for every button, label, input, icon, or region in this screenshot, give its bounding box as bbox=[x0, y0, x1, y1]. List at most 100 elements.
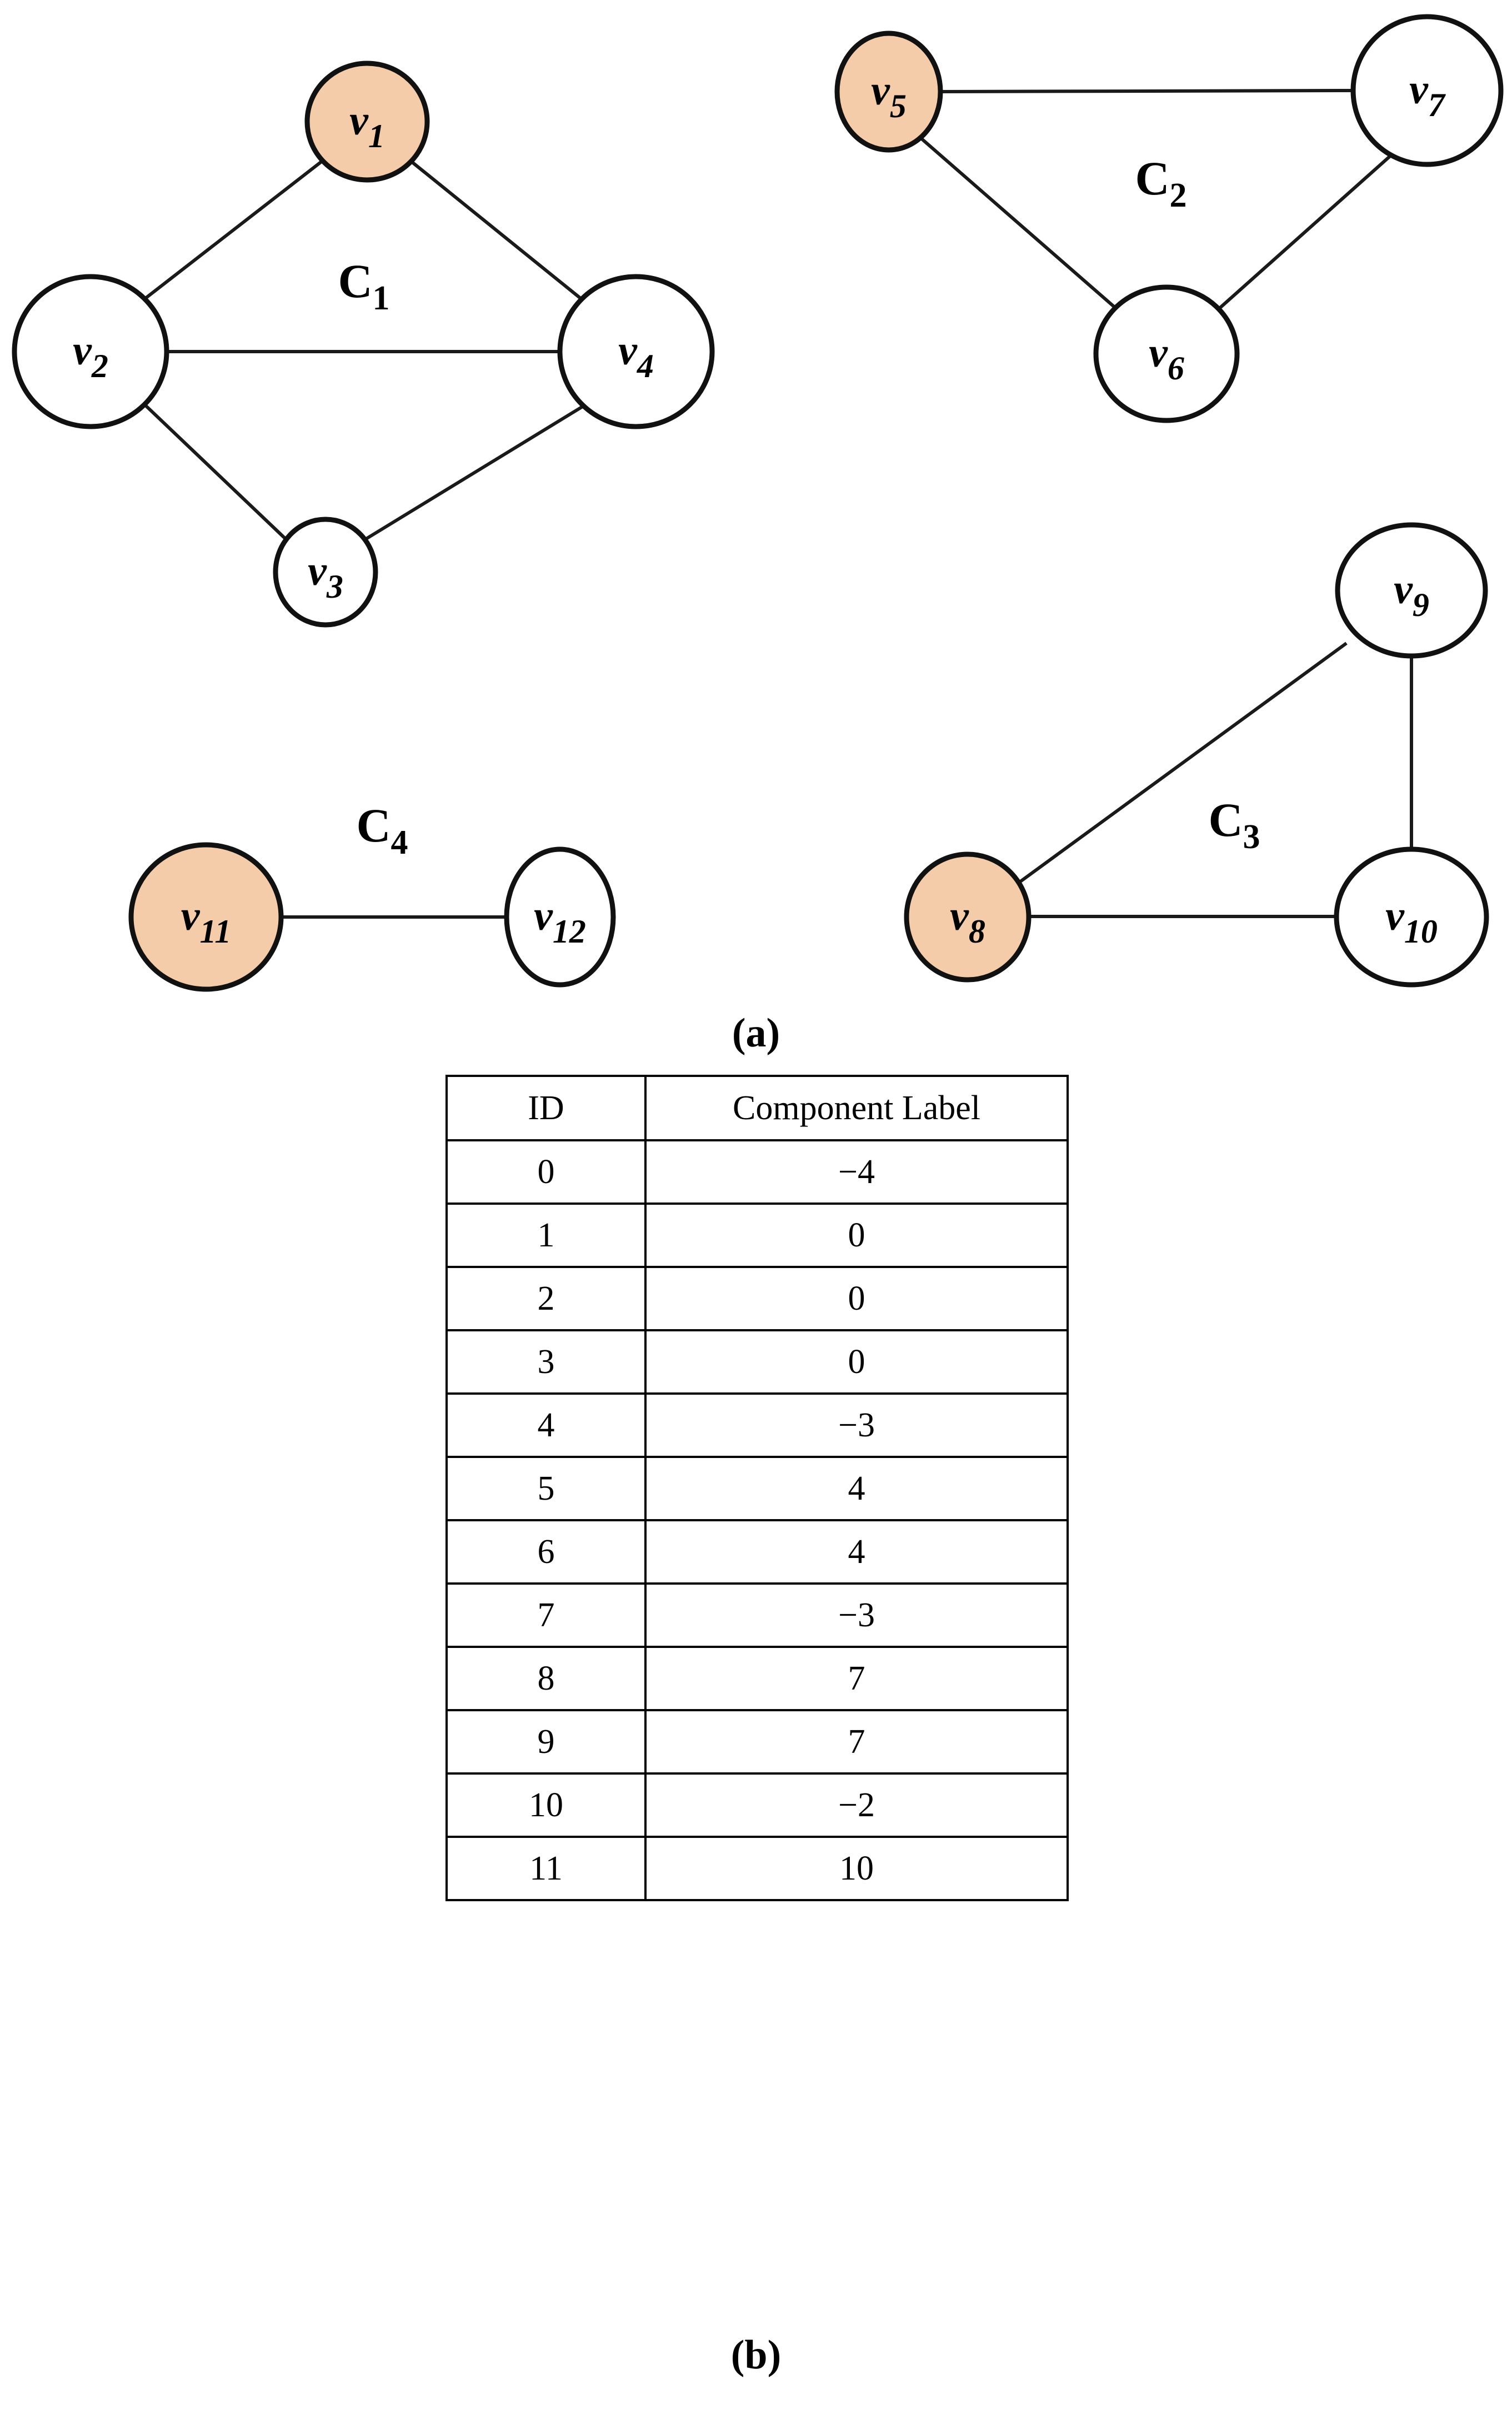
svg-text:v9: v9 bbox=[1394, 566, 1429, 623]
component-label-c3: C3 bbox=[1208, 793, 1260, 856]
cell-component-label: −3 bbox=[644, 1392, 1069, 1458]
cell-component-label: 0 bbox=[644, 1203, 1069, 1268]
node-v10[interactable]: v10 bbox=[1334, 846, 1489, 988]
node-v7[interactable]: v7 bbox=[1350, 14, 1504, 167]
cell-component-label: 4 bbox=[644, 1519, 1069, 1585]
node-v3-sub: 3 bbox=[326, 568, 343, 605]
table-row: 3 0 bbox=[445, 1329, 1069, 1395]
node-v8-label: v bbox=[950, 893, 969, 939]
cell-component-label: 10 bbox=[644, 1836, 1069, 1901]
node-v12[interactable]: v12 bbox=[504, 846, 616, 988]
component-graph-svg: v1 v2 v3 v4 C1 bbox=[12, 14, 1504, 992]
svg-text:v3: v3 bbox=[308, 548, 343, 604]
table-row: 10 −2 bbox=[445, 1772, 1069, 1838]
cell-component-label: 4 bbox=[644, 1456, 1069, 1521]
node-v1-sub: 1 bbox=[368, 118, 385, 154]
cell-component-label: −4 bbox=[644, 1139, 1069, 1205]
node-v10-sub: 10 bbox=[1404, 913, 1438, 950]
table-header-component-label: Component Label bbox=[644, 1075, 1069, 1141]
cell-id: 8 bbox=[445, 1646, 647, 1711]
node-v6-label: v bbox=[1149, 329, 1168, 376]
node-v8-sub: 8 bbox=[969, 913, 985, 950]
cell-id: 1 bbox=[445, 1203, 647, 1268]
node-v11[interactable]: v11 bbox=[128, 842, 284, 992]
svg-text:v5: v5 bbox=[871, 67, 907, 124]
cell-id: 6 bbox=[445, 1519, 647, 1585]
node-v10-label: v bbox=[1385, 893, 1405, 939]
table-row: 7 −3 bbox=[445, 1582, 1069, 1648]
c2-edges bbox=[919, 89, 1393, 312]
node-v9-label: v bbox=[1394, 566, 1413, 613]
node-v2-label: v bbox=[73, 327, 92, 374]
svg-text:v7: v7 bbox=[1409, 66, 1446, 123]
cell-id: 4 bbox=[445, 1392, 647, 1458]
cell-component-label: 7 bbox=[644, 1646, 1069, 1711]
node-v12-sub: 12 bbox=[553, 913, 586, 950]
node-v3[interactable]: v3 bbox=[273, 517, 378, 628]
c1-edges bbox=[142, 159, 585, 542]
table-row: 6 4 bbox=[445, 1519, 1069, 1585]
node-v4-sub: 4 bbox=[637, 348, 654, 384]
node-v9-sub: 9 bbox=[1413, 587, 1429, 623]
table-row: 8 7 bbox=[445, 1646, 1069, 1711]
node-v5[interactable]: v5 bbox=[834, 31, 943, 153]
cell-component-label: 7 bbox=[644, 1709, 1069, 1775]
node-v1-label: v bbox=[349, 97, 369, 144]
node-v12-label: v bbox=[534, 893, 553, 939]
node-v9[interactable]: v9 bbox=[1335, 522, 1488, 659]
c3-edges bbox=[1011, 642, 1413, 918]
table-row: 2 0 bbox=[445, 1266, 1069, 1331]
component-label-c2: C2 bbox=[1135, 152, 1186, 215]
component-label-c1: C1 bbox=[338, 254, 389, 318]
subfigure-caption-a: (a) bbox=[732, 1010, 780, 1056]
table-row: 0 −4 bbox=[445, 1139, 1069, 1205]
node-v7-label: v bbox=[1409, 66, 1429, 113]
table-row: 9 7 bbox=[445, 1709, 1069, 1775]
component-label-c4: C4 bbox=[356, 799, 408, 862]
cell-component-label: 0 bbox=[644, 1329, 1069, 1395]
cell-id: 3 bbox=[445, 1329, 647, 1395]
edge-v1-v4 bbox=[411, 161, 584, 302]
cell-id: 10 bbox=[445, 1772, 647, 1838]
cell-component-label: −3 bbox=[644, 1582, 1069, 1648]
label-table-wrapper: ID Component Label 0 −4 1 0 2 0 bbox=[445, 1075, 1069, 1901]
table-row: 5 4 bbox=[445, 1456, 1069, 1521]
table-header-id: ID bbox=[445, 1075, 647, 1141]
node-v5-sub: 5 bbox=[890, 88, 907, 124]
component-label-table: ID Component Label 0 −4 1 0 2 0 bbox=[445, 1075, 1069, 1901]
cell-id: 11 bbox=[445, 1836, 647, 1901]
cell-id: 7 bbox=[445, 1582, 647, 1648]
node-v2-sub: 2 bbox=[91, 348, 108, 384]
node-v8[interactable]: v8 bbox=[904, 851, 1032, 983]
cell-id: 5 bbox=[445, 1456, 647, 1521]
edge-v5-v6 bbox=[919, 136, 1118, 310]
svg-text:v1: v1 bbox=[349, 97, 385, 154]
table-row: 11 10 bbox=[445, 1836, 1069, 1901]
table-row: 4 −3 bbox=[445, 1392, 1069, 1458]
node-v4-label: v bbox=[618, 327, 638, 374]
subfigure-caption-b: (b) bbox=[730, 2332, 782, 2378]
svg-text:v4: v4 bbox=[618, 327, 654, 384]
edge-v8-v9 bbox=[1011, 642, 1348, 889]
node-v3-label: v bbox=[308, 548, 327, 594]
svg-text:v8: v8 bbox=[950, 893, 985, 949]
edge-v2-v3 bbox=[144, 404, 288, 542]
svg-text:v2: v2 bbox=[73, 327, 108, 384]
cell-id: 9 bbox=[445, 1709, 647, 1775]
svg-text:v6: v6 bbox=[1149, 329, 1184, 386]
node-v11-sub: 11 bbox=[200, 913, 232, 950]
node-v7-sub: 7 bbox=[1428, 87, 1446, 123]
svg-text:v12: v12 bbox=[534, 893, 586, 949]
edge-v1-v2 bbox=[142, 159, 323, 302]
node-v2[interactable]: v2 bbox=[12, 274, 169, 429]
svg-text:v11: v11 bbox=[181, 893, 231, 949]
node-v4[interactable]: v4 bbox=[557, 274, 715, 429]
table-row: 1 0 bbox=[445, 1203, 1069, 1268]
cell-component-label: −2 bbox=[644, 1772, 1069, 1838]
node-v6[interactable]: v6 bbox=[1093, 284, 1240, 423]
graph-panel: v1 v2 v3 v4 C1 bbox=[0, 0, 1512, 1016]
cell-component-label: 0 bbox=[644, 1266, 1069, 1331]
table-header-row: ID Component Label bbox=[445, 1075, 1069, 1141]
node-v1[interactable]: v1 bbox=[304, 61, 430, 183]
